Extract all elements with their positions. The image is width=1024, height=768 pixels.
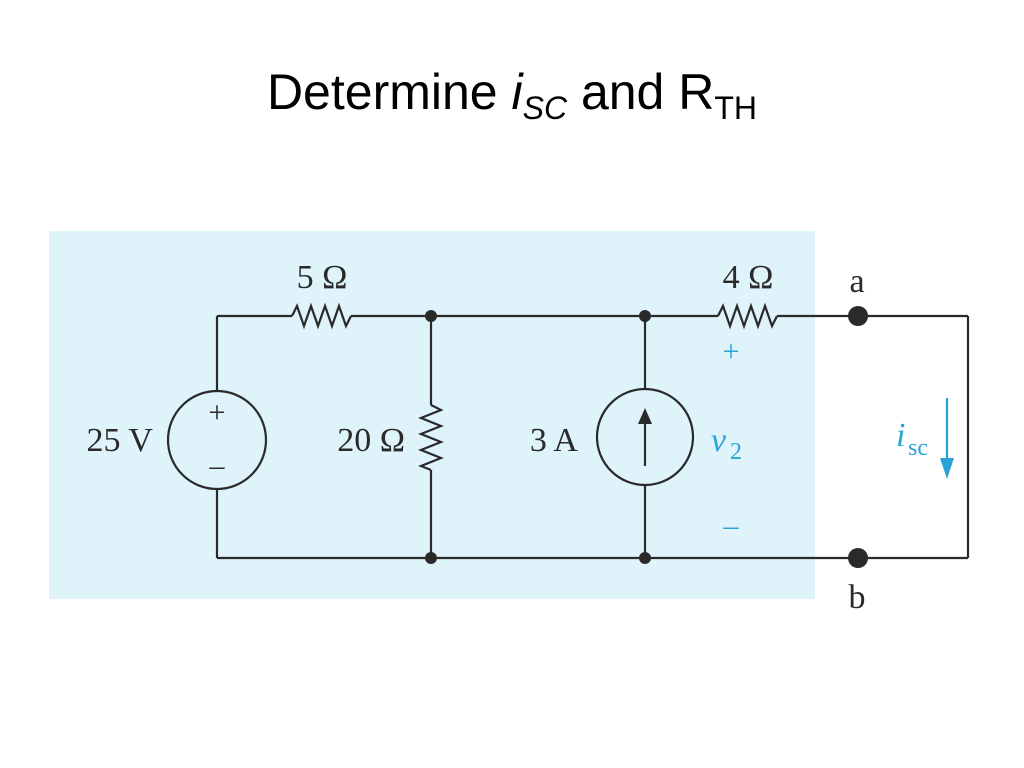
title-connector: and R [567,64,715,120]
node-top-2 [639,310,651,322]
label-terminal-b: b [849,579,866,616]
label-r5: 5 Ω [297,259,348,296]
label-terminal-a: a [849,263,864,300]
title-i-subscript: SC [522,90,568,126]
v2-letter: v [711,422,727,459]
isc-arrow-icon [940,458,954,479]
terminal-b-dot [848,548,868,568]
title-r-subscript: TH [714,90,758,126]
resistor-5ohm [291,302,352,330]
nodes [425,310,651,564]
isc-letter: i [896,417,905,454]
resistor-20ohm [418,404,444,472]
v2-minus: – [723,509,740,542]
voltage-source-plus: + [209,396,226,429]
isc-subscript: sc [908,435,928,461]
node-top-1 [425,310,437,322]
node-bottom-1 [425,552,437,564]
label-r20: 20 Ω [337,422,405,459]
label-voltage-source: 25 V [87,422,154,459]
current-arrow-icon [638,408,652,424]
title-prefix: Determine [266,64,512,120]
v2-plus: + [723,335,740,368]
v2-subscript: 2 [730,439,742,465]
terminals [848,306,868,568]
terminal-a-dot [848,306,868,326]
voltage-source-minus: – [209,449,226,482]
page-title: Determine iSC and RTH [0,62,1024,124]
label-current-source: 3 A [530,422,579,459]
title-i-symbol: i [511,64,523,120]
label-r4: 4 Ω [723,259,774,296]
resistor-4ohm [717,302,778,330]
node-bottom-2 [639,552,651,564]
wires [166,302,970,560]
